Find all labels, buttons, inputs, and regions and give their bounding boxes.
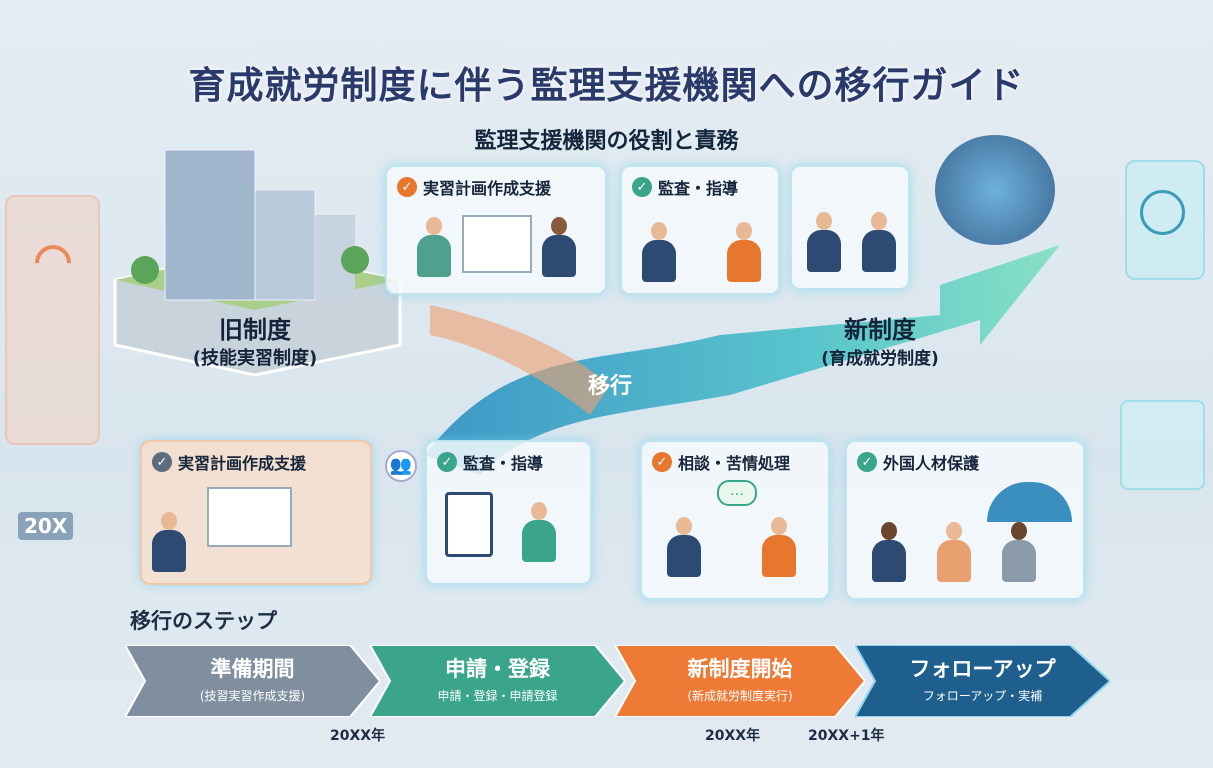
old-system-building xyxy=(105,130,405,380)
clipboard-icon xyxy=(445,492,493,557)
step-chevron xyxy=(370,645,625,717)
card-label: 相談・苦情処理 xyxy=(678,454,791,473)
check-icon: ✓ xyxy=(652,452,672,472)
person-illustration xyxy=(152,512,186,572)
step-new-system-start: 新制度開始 (新成就労制度実行) xyxy=(615,645,865,717)
person-illustration xyxy=(807,212,841,272)
year-label: 20XX+1年 xyxy=(808,728,885,744)
person-illustration xyxy=(862,212,896,272)
check-icon: ✓ xyxy=(397,177,417,197)
step-title: 準備期間 xyxy=(210,657,295,681)
person-illustration xyxy=(937,522,971,582)
person-illustration xyxy=(1002,522,1036,582)
person-illustration xyxy=(762,517,796,577)
page-title: 育成就労制度に伴う監理支援機関への移行ガイド xyxy=(188,64,1025,107)
umbrella-icon xyxy=(987,482,1072,522)
card-label: 監査・指導 xyxy=(463,454,544,473)
new-system-title: 新制度 xyxy=(844,316,916,344)
card-audit: ✓ 監査・指導 xyxy=(425,440,592,585)
section-subtitle: 監理支援機関の役割と責務 xyxy=(474,129,739,154)
year-label: 20XX年 xyxy=(330,728,386,744)
person-illustration xyxy=(727,222,761,282)
globe-illustration xyxy=(935,135,1055,245)
chart-board xyxy=(207,487,292,547)
check-icon: ✓ xyxy=(437,452,457,472)
chart-board xyxy=(462,215,532,273)
top-card-plan-support: ✓ 実習計画作成支援 xyxy=(385,165,607,295)
new-system-subtitle: (育成就労制度) xyxy=(821,349,939,369)
step-subtitle: フォローアップ・実補 xyxy=(922,689,1043,703)
step-application: 申請・登録 申請・登録・申請登録 xyxy=(370,645,625,717)
step-title: 新制度開始 xyxy=(687,657,793,681)
users-icon: 👥 xyxy=(385,450,417,482)
person-illustration xyxy=(667,517,701,577)
person-illustration xyxy=(542,217,576,277)
card-consultation: ✓ 相談・苦情処理 … xyxy=(640,440,830,600)
step-title: 申請・登録 xyxy=(445,657,550,681)
person-illustration xyxy=(417,217,451,277)
person-illustration xyxy=(872,522,906,582)
step-subtitle: (技習実習作成支援) xyxy=(199,689,306,703)
check-icon: ✓ xyxy=(632,177,652,197)
person-illustration xyxy=(522,502,556,562)
top-card-audit: ✓ 監査・指導 xyxy=(620,165,780,295)
chart-panel-right xyxy=(1120,400,1205,490)
check-icon: ✓ xyxy=(857,452,877,472)
steps-heading: 移行のステップ xyxy=(130,609,277,633)
card-label: 監査・指導 xyxy=(658,179,739,198)
step-subtitle: (新成就労制度実行) xyxy=(687,689,793,703)
globe-icon xyxy=(1140,190,1185,235)
step-follow-up: フォローアップ フォローアップ・実補 xyxy=(855,645,1110,717)
transition-arrow xyxy=(425,245,1060,475)
side-panel-left xyxy=(5,195,100,445)
card-label: 実習計画作成支援 xyxy=(423,179,552,198)
step-preparation: 準備期間 (技習実習作成支援) xyxy=(125,645,380,717)
person-illustration xyxy=(642,222,676,282)
step-chevron xyxy=(615,645,865,717)
building-illustration xyxy=(113,149,402,377)
old-system-subtitle: (技能実習制度) xyxy=(192,348,318,369)
side-panel-right xyxy=(1125,160,1205,280)
speech-bubble-icon: … xyxy=(717,480,757,506)
side-panel-year: 20X xyxy=(18,512,74,540)
year-label: 20XX年 xyxy=(705,728,761,744)
card-plan-support: ✓ 実習計画作成支援 xyxy=(140,440,372,585)
card-label: 実習計画作成支援 xyxy=(178,454,307,473)
card-label: 外国人材保護 xyxy=(883,454,980,473)
step-chevron xyxy=(855,645,1110,717)
check-icon: ✓ xyxy=(152,452,172,472)
transition-label: 移行 xyxy=(587,374,632,399)
card-foreign-talent-protection: ✓ 外国人材保護 xyxy=(845,440,1085,600)
step-title: フォローアップ xyxy=(909,657,1056,681)
top-card-consult xyxy=(790,165,910,290)
step-chevron xyxy=(125,645,380,717)
old-system-title: 旧制度 xyxy=(219,316,291,344)
step-subtitle: 申請・登録・申請登録 xyxy=(437,689,558,703)
